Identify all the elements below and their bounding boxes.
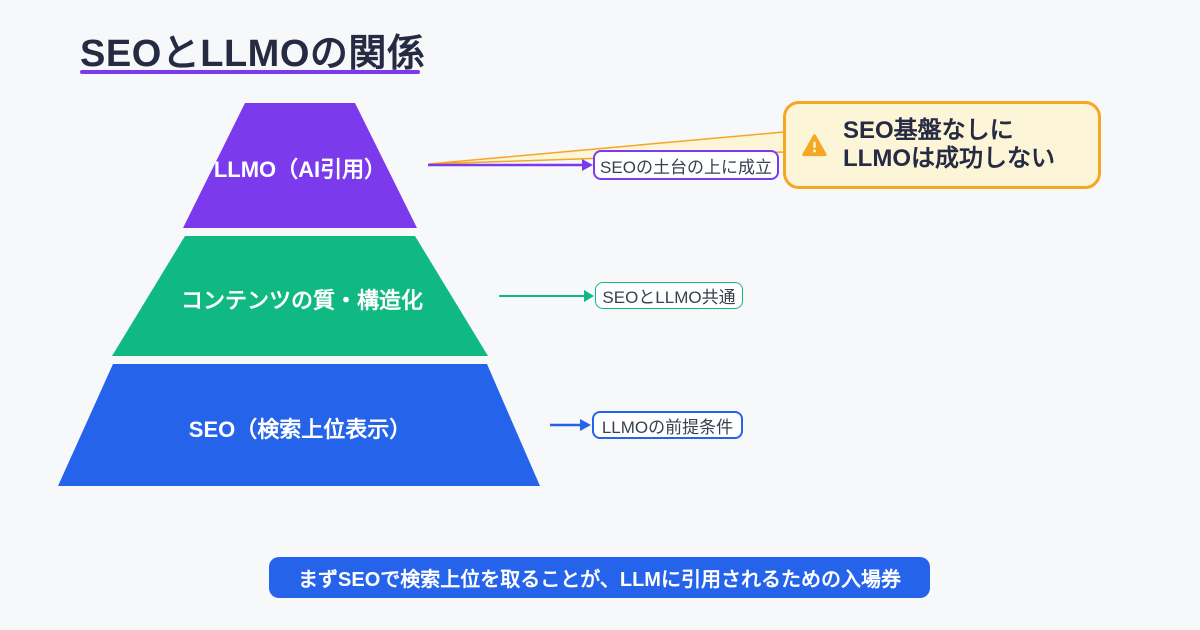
pyramid-layer-seo-shape: [58, 364, 540, 486]
annotation-content-label: SEOとLLMO共通: [602, 288, 736, 307]
callout-text-line1: SEO基盤なしに: [843, 117, 1014, 144]
arrow-seo-head: [580, 419, 591, 431]
summary-banner: まずSEOで検索上位を取ることが、LLMに引用されるための入場券: [269, 557, 930, 598]
annotation-box-seo: LLMOの前提条件: [592, 411, 743, 439]
warning-icon: [802, 133, 827, 157]
annotation-box-llmo: SEOの土台の上に成立: [593, 150, 779, 180]
callout-text: SEO基盤なしに LLMOは成功しない: [843, 117, 1055, 173]
warning-callout: SEO基盤なしに LLMOは成功しない: [783, 101, 1101, 189]
pyramid-layer-llmo-shape: [183, 103, 417, 228]
callout-text-line2: LLMOは成功しない: [843, 145, 1055, 172]
arrow-llmo-head: [582, 159, 593, 171]
pyramid-layer-content-label: コンテンツの質・構造化: [180, 288, 423, 313]
annotation-seo-label: LLMOの前提条件: [601, 417, 734, 437]
arrow-content-head: [584, 290, 594, 302]
pyramid-layer-content-shape: [112, 236, 488, 356]
pyramid-layer-llmo-label: LLMO（AI引用）: [213, 157, 387, 182]
title-underline: [80, 70, 420, 74]
summary-banner-text: まずSEOで検索上位を取ることが、LLMに引用されるための入場券: [298, 569, 901, 591]
pyramid-layer-seo-label: SEO（検索上位表示）: [188, 417, 412, 442]
annotation-llmo-label: SEOの土台の上に成立: [600, 157, 772, 177]
page-title: SEOとLLMOの関係: [80, 33, 426, 75]
annotation-box-content: SEOとLLMO共通: [595, 282, 743, 309]
